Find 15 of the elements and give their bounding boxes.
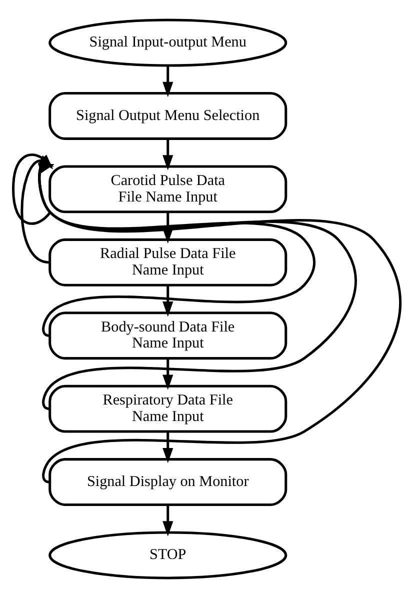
node-box: Signal Display on Monitor (48, 458, 288, 506)
node-box: Carotid Pulse Data File Name Input (48, 164, 288, 213)
arrow (162, 284, 174, 316)
node-box: Body-sound Data File Name Input (48, 311, 288, 360)
arrow (162, 504, 174, 536)
node-ellipse: STOP (48, 530, 288, 579)
node-ellipse: Signal Input-output Menu (48, 18, 288, 66)
node-box: Respiratory Data File Name Input (48, 384, 288, 432)
arrow (162, 65, 174, 97)
node-box: Signal Output Menu Selection (48, 92, 288, 140)
arrow (38, 162, 316, 336)
arrow (162, 358, 174, 390)
node-box: Radial Pulse Data File Name Input (48, 238, 288, 286)
arrow (162, 138, 174, 170)
arrow (162, 431, 174, 463)
